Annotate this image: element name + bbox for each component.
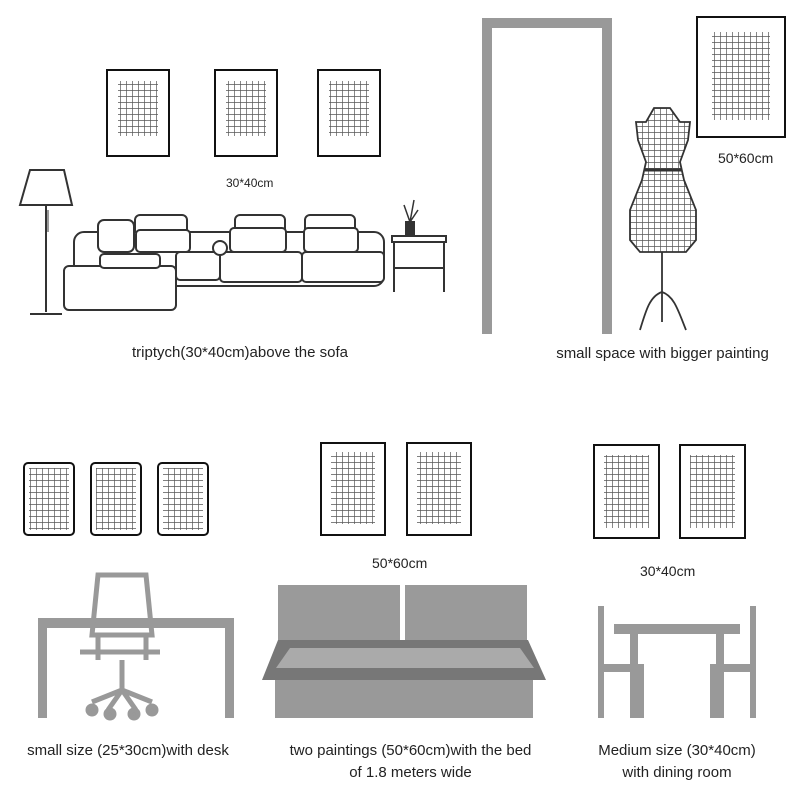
bed-caption-line1: two paintings (50*60cm)with the bed	[289, 742, 532, 759]
desk-painting-3	[157, 462, 209, 536]
office-chair	[80, 572, 160, 721]
desk	[38, 618, 234, 718]
dining-painting-1	[593, 444, 660, 539]
floor-lamp	[18, 169, 74, 315]
sofa-painting-2	[214, 69, 278, 157]
sofa-painting-1	[106, 69, 170, 157]
dining-painting-2	[679, 444, 746, 539]
dining-size-label: 30*40cm	[640, 563, 696, 579]
sofa-painting-3	[317, 69, 381, 157]
dining-caption-line1: Medium size (30*40cm)	[598, 742, 756, 759]
dining-caption-line2: with dining room	[622, 764, 732, 781]
mannequin-painting	[696, 16, 786, 138]
mannequin-caption: small space with bigger painting	[556, 345, 769, 362]
side-table	[391, 199, 447, 292]
desk-caption: small size (25*30cm)with desk	[27, 742, 229, 759]
door-frame	[482, 18, 612, 334]
desk-painting-1	[23, 462, 75, 536]
dining-table-and-chairs	[598, 606, 756, 718]
bed	[262, 585, 546, 718]
sofa-caption: triptych(30*40cm)above the sofa	[132, 344, 348, 361]
sofa-size-label: 30*40cm	[226, 176, 274, 190]
bed-painting-1	[320, 442, 386, 536]
bed-size-label: 50*60cm	[372, 555, 428, 571]
dress-mannequin	[629, 107, 697, 331]
sectional-sofa	[63, 214, 385, 311]
mannequin-size-label: 50*60cm	[718, 150, 774, 166]
desk-painting-2	[90, 462, 142, 536]
bed-painting-2	[406, 442, 472, 536]
bed-caption-line2: of 1.8 meters wide	[349, 764, 472, 781]
